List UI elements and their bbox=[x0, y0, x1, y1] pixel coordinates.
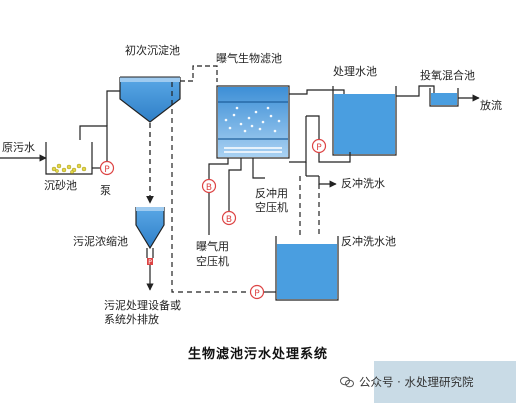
label-aeration-compressor-2: 空压机 bbox=[196, 255, 229, 268]
backwash-tank-pump bbox=[249, 284, 265, 300]
filter-air-line bbox=[228, 158, 242, 212]
label-raw-sewage: 原污水 bbox=[2, 141, 35, 154]
sludge-return-dashed bbox=[171, 82, 250, 293]
aeration-blower bbox=[201, 178, 217, 194]
backwash-blower bbox=[221, 210, 237, 226]
aerated-biofilter bbox=[216, 85, 290, 159]
pump-to-settling-pipe bbox=[79, 125, 108, 161]
watermark-text: 公众号 · 水处理研究院 bbox=[359, 375, 474, 389]
thickener-pump-symbol: P bbox=[148, 259, 152, 266]
aeration-air-line bbox=[208, 158, 229, 180]
label-primary-settling-tank: 初次沉淀池 bbox=[125, 44, 180, 57]
label-aeration-compressor-1: 曝气用 bbox=[196, 240, 229, 253]
backwash-tank-pump-symbol: P bbox=[254, 289, 260, 299]
backwash-tank bbox=[275, 236, 339, 301]
label-backwash-water: 反冲洗水 bbox=[341, 177, 385, 190]
label-sludge-disposal-1: 污泥处理设备或 bbox=[104, 299, 181, 312]
label-backwash-compressor-1: 反冲用 bbox=[255, 187, 288, 200]
label-sludge-disposal-2: 系统外排放 bbox=[104, 313, 159, 326]
label-chlorination-tank: 投氧混合池 bbox=[420, 69, 475, 82]
chlorination-tank bbox=[429, 88, 459, 107]
label-sludge-thickener: 污泥浓缩池 bbox=[73, 235, 128, 248]
backwash-water-pump-symbol: P bbox=[316, 143, 322, 153]
filter-drain bbox=[252, 158, 265, 179]
settling-to-biofilter-pipe bbox=[180, 65, 218, 82]
label-treated-water-tank: 处理水池 bbox=[333, 65, 377, 78]
label-discharge: 放流 bbox=[480, 99, 502, 112]
backwash-water-return bbox=[318, 176, 337, 188]
watermark: 公众号 · 水处理研究院 bbox=[340, 374, 473, 390]
backwash-water-pump bbox=[311, 138, 327, 154]
backwash-pump-intake bbox=[318, 152, 351, 163]
sludge-thickener bbox=[135, 207, 165, 291]
biofilter-to-treated-pipe bbox=[289, 89, 336, 95]
treated-to-chlorination-pipe bbox=[396, 85, 435, 97]
label-backwash-tank: 反冲洗水池 bbox=[341, 235, 396, 248]
feed-pump bbox=[99, 160, 115, 176]
backwash-blower-symbol: B bbox=[226, 215, 232, 225]
label-aerated-biofilter: 曝气生物滤池 bbox=[216, 52, 282, 65]
backwash-to-filter-bottom bbox=[289, 116, 307, 163]
label-pump: 泵 bbox=[100, 184, 111, 197]
label-grit-chamber: 沉砂池 bbox=[44, 179, 77, 192]
watermark-background bbox=[374, 361, 516, 403]
grit-chamber bbox=[45, 142, 93, 175]
backwash-water-line bbox=[306, 115, 320, 139]
label-backwash-compressor-2: 空压机 bbox=[255, 201, 288, 214]
diagram-caption: 生物滤池污水处理系统 bbox=[187, 347, 328, 362]
wechat-icon bbox=[340, 376, 354, 388]
primary-settling-tank bbox=[119, 76, 181, 123]
aeration-blower-symbol: B bbox=[206, 183, 212, 193]
feed-pump-symbol: P bbox=[104, 165, 110, 175]
treated-water-tank bbox=[332, 86, 397, 156]
